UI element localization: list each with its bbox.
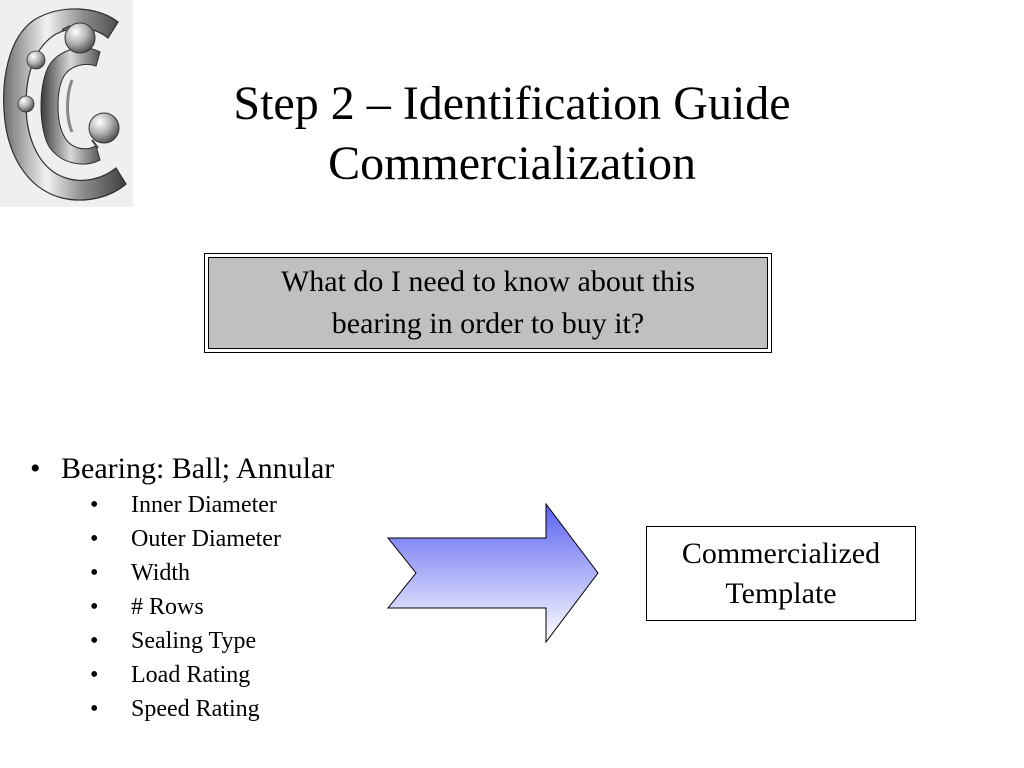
bullet-sub-text: Sealing Type xyxy=(131,628,257,654)
bullet-marker: • xyxy=(90,526,99,552)
bullet-sub-item: • Sealing Type xyxy=(90,624,281,658)
bullet-sub-item: • Outer Diameter xyxy=(90,522,281,556)
question-line-1: What do I need to know about this xyxy=(280,265,696,298)
bullet-marker: • xyxy=(90,628,99,654)
bullet-sub-item: • Width xyxy=(90,556,281,590)
bullet-sub-item: • Inner Diameter xyxy=(90,488,281,522)
question-box: What do I need to know about this bearin… xyxy=(204,253,772,353)
bullet-marker: • xyxy=(90,492,99,518)
bullet-marker: • xyxy=(90,594,99,620)
ball-bearing-icon xyxy=(3,8,127,201)
bullet-marker: • xyxy=(90,560,99,586)
bullet-marker: • xyxy=(90,696,99,722)
bullet-sub-text: Inner Diameter xyxy=(131,492,277,518)
slide-title-line-1: Step 2 – Identification Guide xyxy=(233,77,791,130)
question-line-2: bearing in order to buy it? xyxy=(331,307,645,340)
slide-title-line-2: Commercialization xyxy=(328,137,696,190)
bullet-sub-text: Outer Diameter xyxy=(131,526,281,552)
ball-bearing-image xyxy=(0,0,133,207)
slide-title: Step 2 – Identification Guide Commercial… xyxy=(150,74,874,194)
commercialized-template-box: Commercialized Template xyxy=(646,526,916,621)
question-box-inner: What do I need to know about this bearin… xyxy=(208,257,768,349)
bullet-marker: • xyxy=(30,452,41,485)
bullet-main: • Bearing: Ball; Annular xyxy=(30,449,334,489)
bullet-sub-text: Width xyxy=(131,560,191,586)
bullet-sub-item: • Speed Rating xyxy=(90,692,281,726)
bullet-sub-list: • Inner Diameter • Outer Diameter • Width •… xyxy=(90,488,281,726)
bullet-sub-item: • Load Rating xyxy=(90,658,281,692)
bullet-sub-text: # Rows xyxy=(131,594,204,620)
bullet-marker: • xyxy=(90,662,99,688)
bullet-sub-item: • # Rows xyxy=(90,590,281,624)
right-arrow-icon xyxy=(386,503,599,644)
bullet-main-text: Bearing: Ball; Annular xyxy=(61,452,335,485)
bullet-sub-text: Speed Rating xyxy=(131,696,260,722)
template-line-2: Template xyxy=(725,576,837,610)
bullet-sub-text: Load Rating xyxy=(131,662,251,688)
template-line-1: Commercialized xyxy=(681,536,881,570)
